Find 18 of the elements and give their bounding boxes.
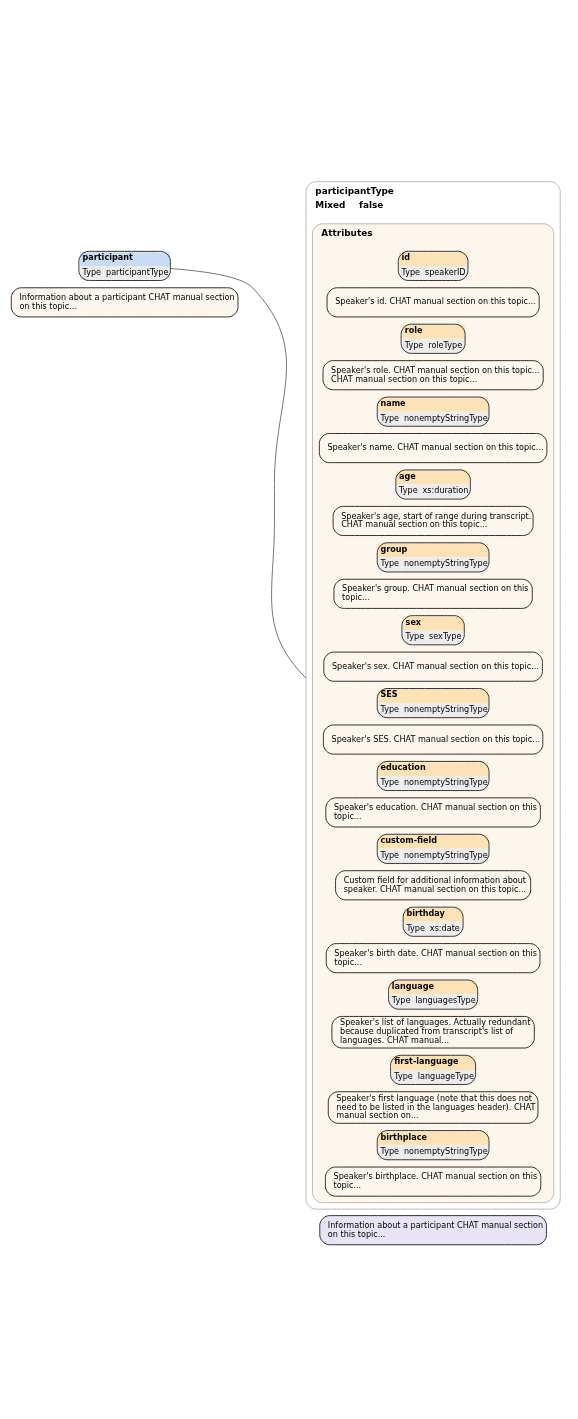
connector: [170, 267, 307, 678]
node-label: Speaker's age, start of range during transcript. CHAT manual section on this topic...: [341, 510, 532, 529]
node-label: Speaker's sex. CHAT manual section on this topic...: [331, 660, 539, 671]
node-label: Speaker's list of languages. Actually redundant because duplicated from transcript's list of languages. CHAT manual...: [340, 1016, 531, 1045]
node-label: Speaker's SES. CHAT manual section on this topic...: [331, 733, 541, 744]
node-label: Information about a participant CHAT manual section on this topic...: [19, 291, 235, 311]
node-label: Speaker's group. CHAT manual section on this topic...: [342, 582, 529, 602]
node-label: Information about a participant CHAT manual section on this topic...: [327, 1219, 544, 1239]
node-label: Custom field for additional information about speaker. CHAT manual section on this topic...: [343, 874, 527, 894]
node-label: Speaker's education. CHAT manual section on this topic...: [333, 801, 537, 821]
node-label: Speaker's id. CHAT manual section on this topic...: [335, 295, 536, 306]
node-label: Speaker's birth date. CHAT manual section on this topic...: [334, 947, 538, 967]
node-label: Speaker's birthplace. CHAT manual section on this topic...: [333, 1170, 538, 1190]
node-label: Speaker's role. CHAT manual section on this topic... CHAT manual section on this topic...: [331, 364, 540, 384]
node-label: Speaker's name. CHAT manual section on this topic...: [327, 441, 544, 452]
node-text: SES Type nonemptyStringType: [380, 688, 488, 714]
node-text: education Type nonemptyStringType: [380, 761, 488, 787]
node-label: Speaker's first language (note that this does not need to be listed in the languages header). CHAT manual section on...: [336, 1092, 536, 1120]
